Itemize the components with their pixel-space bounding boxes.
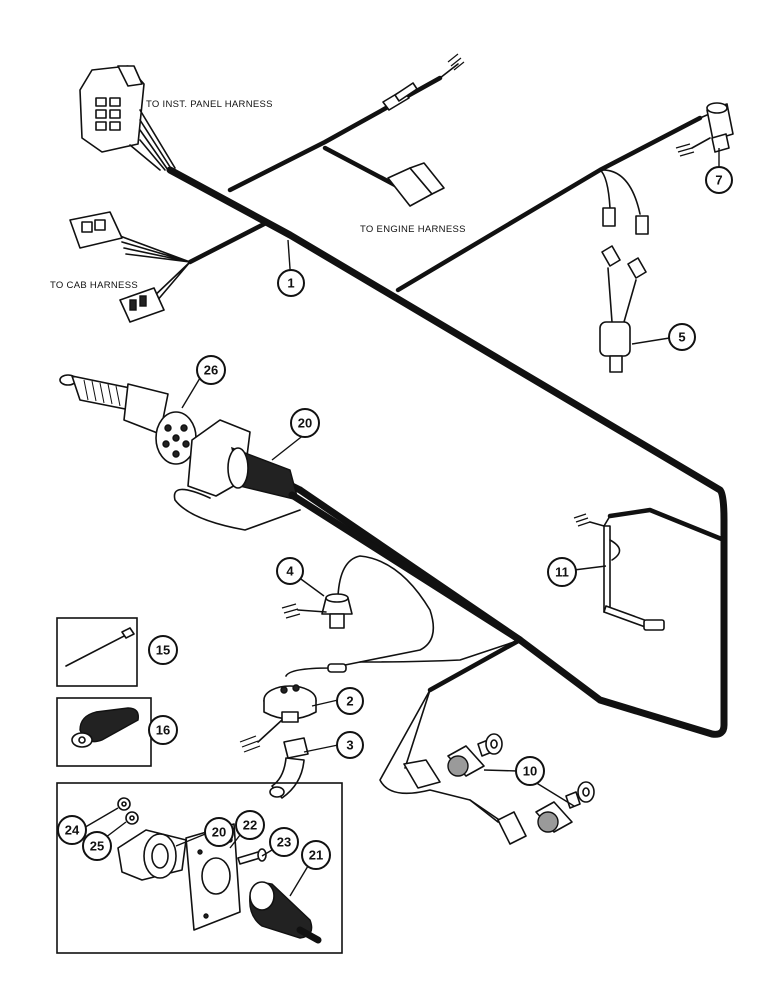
label-to-cab-harness: TO CAB HARNESS [50,280,138,291]
branch-cab [69,211,271,323]
sensor-10-lower [535,781,595,833]
callout-26: 26 [196,355,226,385]
trailer-socket-20 [173,419,301,531]
callout-2-text: 2 [346,694,353,709]
callout-22-text: 22 [243,818,257,833]
callout-5: 5 [668,323,696,351]
inst-panel-connector [79,65,176,171]
callout-20-lower-text: 20 [212,825,226,840]
label-to-inst-panel-harness: TO INST. PANEL HARNESS [146,99,273,110]
callout-16: 16 [148,715,178,745]
elbow-fitting-3 [269,737,309,799]
socket-to-harness-wire [288,491,524,644]
callout-22: 22 [235,810,265,840]
branch-upper-right [395,111,715,293]
callout-11-text: 11 [555,565,569,580]
trailer-plug-26 [59,374,197,465]
callout-20-upper: 20 [290,408,320,438]
callout-4: 4 [276,557,304,585]
pressure-switch-2 [239,639,521,753]
callout-3: 3 [336,731,364,759]
callout-23-text: 23 [277,835,291,850]
callout-11: 11 [547,557,577,587]
box-socket-kit [56,782,343,954]
main-harness-trunk [166,166,728,738]
callout-20-upper-text: 20 [298,416,312,431]
callout-10: 10 [515,756,545,786]
callout-1-text: 1 [287,276,294,291]
callout-25-text: 25 [90,839,104,854]
callout-10-text: 10 [523,764,537,779]
label-to-engine-harness: TO ENGINE HARNESS [360,224,466,235]
callout-15-text: 15 [156,643,170,658]
fuel-sender-11 [573,507,727,631]
switch-4 [281,555,435,663]
callout-16-text: 16 [156,723,170,738]
box-cable-tie-15 [56,617,138,687]
callout-5-text: 5 [678,330,685,345]
temperature-sender-7 [675,102,734,157]
callout-4-text: 4 [286,564,294,579]
callout-7-text: 7 [715,173,722,188]
callout-24-text: 24 [65,823,80,838]
sensor-10-upper [447,733,503,777]
callout-21: 21 [301,840,331,870]
callout-26-text: 26 [204,363,218,378]
branch-engine [322,145,445,207]
box-clip-16 [56,697,152,767]
callout-1: 1 [277,269,305,297]
pressure-switch-5 [599,245,647,373]
branch-inst-panel [227,53,465,193]
callout-15: 15 [148,635,178,665]
callout-20-lower: 20 [204,817,234,847]
callout-2: 2 [336,687,364,715]
callout-25: 25 [82,831,112,861]
callout-7: 7 [705,166,733,194]
branch-lower-right [379,637,527,845]
callout-21-text: 21 [309,848,323,863]
callout-3-text: 3 [346,738,353,753]
callout-24: 24 [57,815,87,845]
callout-23: 23 [269,827,299,857]
